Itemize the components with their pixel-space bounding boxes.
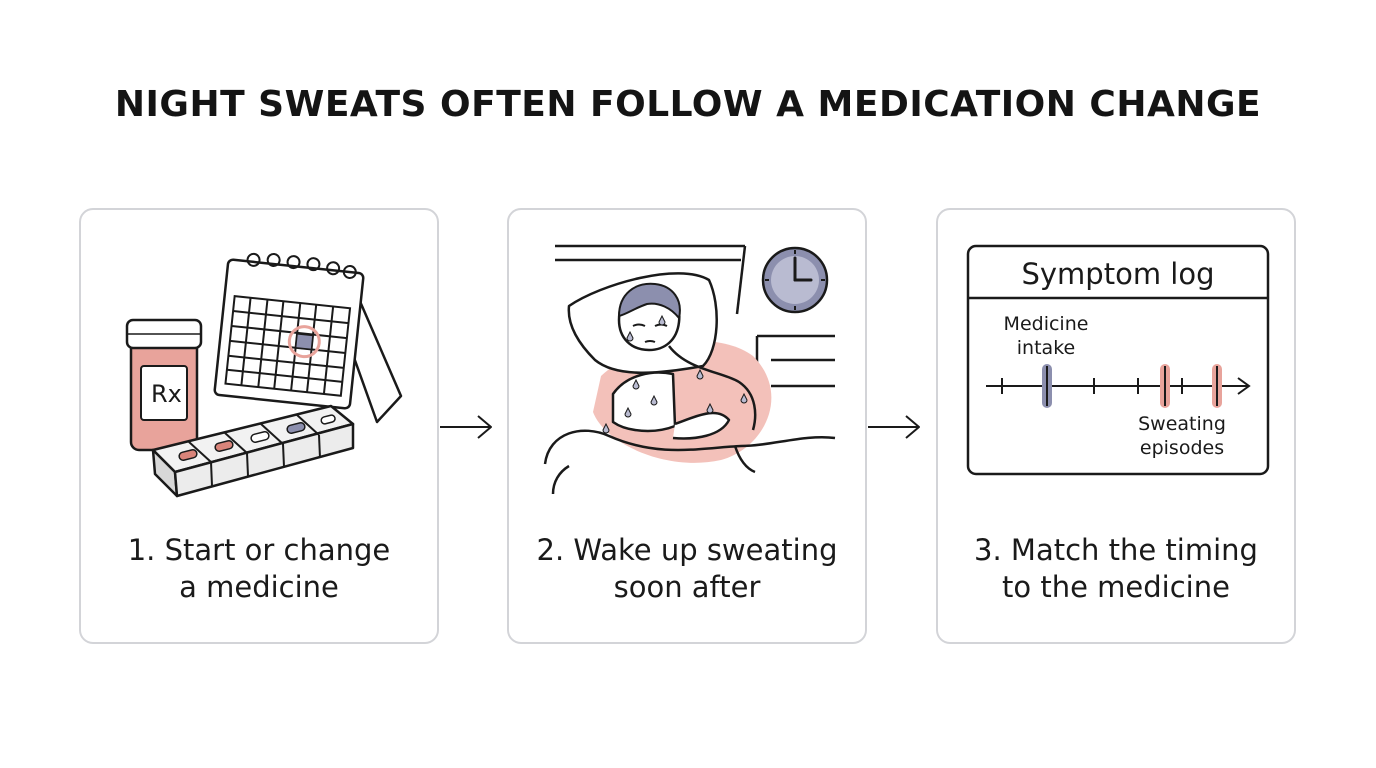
step-1-caption: 1. Start or change a medicine	[81, 532, 437, 606]
arrow-right-icon	[868, 415, 920, 439]
medicine-label-line-1: Medicine	[1004, 313, 1089, 335]
arrow-right-icon	[440, 415, 492, 439]
symptom-log-icon: Symptom log Medicine intake Sweating epi…	[966, 244, 1270, 476]
step-3-caption-line-1: 3. Match the timing	[974, 533, 1258, 567]
step-3-caption: 3. Match the timing to the medicine	[938, 532, 1294, 606]
step-card-2: 2. Wake up sweating soon after	[507, 208, 867, 644]
clock-icon	[761, 246, 829, 314]
medicine-label-line-2: intake	[1017, 337, 1075, 359]
rx-label: Rx	[151, 380, 182, 408]
timeline-icon	[986, 364, 1251, 408]
step-card-1: Rx 1. Start or change a medicine	[79, 208, 439, 644]
step-1-caption-line-1: 1. Start or change	[127, 533, 391, 567]
step-2-caption-line-1: 2. Wake up sweating	[536, 533, 838, 567]
symptom-log-title: Symptom log	[1021, 257, 1214, 291]
step-card-3: Symptom log Medicine intake Sweating epi…	[936, 208, 1296, 644]
step-2-caption-line-2: soon after	[613, 570, 761, 604]
sweat-label-line-2: episodes	[1140, 437, 1224, 459]
headboard-icon	[555, 244, 835, 388]
calendar-icon	[213, 252, 403, 424]
step-1-caption-line-2: a medicine	[179, 570, 339, 604]
step-3-caption-line-2: to the medicine	[1002, 570, 1230, 604]
page-title: NIGHT SWEATS OFTEN FOLLOW A MEDICATION C…	[114, 84, 1262, 125]
sweat-label-line-1: Sweating	[1138, 413, 1226, 435]
step-2-caption: 2. Wake up sweating soon after	[509, 532, 865, 606]
step-2-illustration	[543, 244, 836, 495]
pill-bottle-icon: Rx	[125, 318, 203, 452]
sleeping-person-icon	[543, 272, 836, 495]
step-1-illustration: Rx	[125, 252, 403, 498]
pill-organizer-icon	[151, 404, 355, 498]
